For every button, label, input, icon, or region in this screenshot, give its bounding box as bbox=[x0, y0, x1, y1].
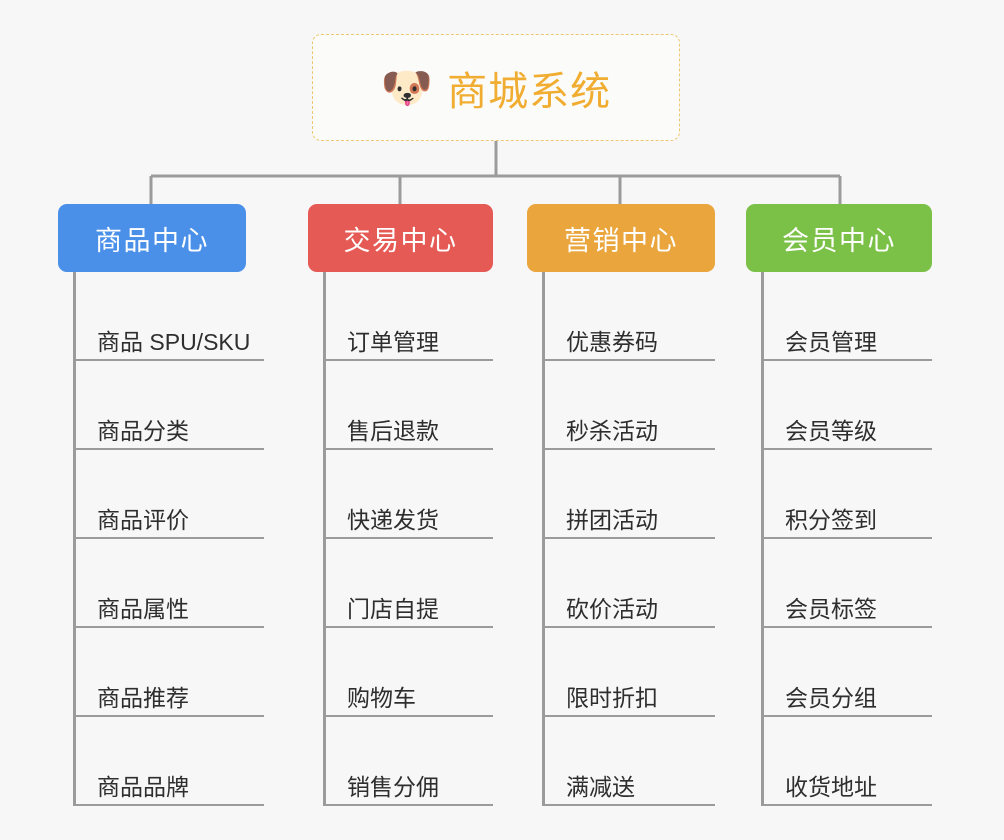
leaf-list-4: 会员管理 会员等级 积分签到 会员标签 会员分组 收货地址 bbox=[746, 272, 932, 806]
leaf-item[interactable]: 商品评价 bbox=[75, 450, 265, 539]
leaf-item[interactable]: 限时折扣 bbox=[544, 628, 715, 717]
leaf-label: 积分签到 bbox=[785, 506, 877, 533]
branch-column-2: 交易中心 订单管理 售后退款 快递发货 门店自提 购物车 销售分佣 bbox=[308, 204, 493, 806]
leaf-item[interactable]: 秒杀活动 bbox=[544, 361, 715, 450]
category-title-1: 商品中心 bbox=[95, 225, 209, 256]
leaf-spine-1 bbox=[73, 272, 76, 806]
leaf-list-1: 商品 SPU/SKU 商品分类 商品评价 商品属性 商品推荐 商品品牌 bbox=[58, 272, 265, 806]
leaf-label: 销售分佣 bbox=[347, 773, 439, 800]
leaf-item[interactable]: 售后退款 bbox=[325, 361, 493, 450]
leaf-spine-4 bbox=[761, 272, 764, 806]
root-title: 商城系统 bbox=[447, 69, 612, 114]
leaf-item[interactable]: 商品推荐 bbox=[75, 628, 265, 717]
leaf-label: 会员标签 bbox=[785, 595, 877, 622]
leaf-label: 商品推荐 bbox=[97, 684, 189, 711]
category-header-2[interactable]: 交易中心 bbox=[308, 204, 493, 272]
dog-face-emoji: 🐶 bbox=[380, 63, 434, 111]
leaf-item[interactable]: 销售分佣 bbox=[325, 717, 493, 806]
leaf-label: 商品品牌 bbox=[97, 773, 189, 800]
leaf-label: 商品评价 bbox=[97, 506, 189, 533]
leaf-item[interactable]: 商品品牌 bbox=[75, 717, 265, 806]
branch-column-3: 营销中心 优惠券码 秒杀活动 拼团活动 砍价活动 限时折扣 满减送 bbox=[527, 204, 715, 806]
leaf-item[interactable]: 积分签到 bbox=[763, 450, 932, 539]
leaf-label: 快递发货 bbox=[347, 506, 439, 533]
leaf-label: 购物车 bbox=[347, 684, 416, 711]
category-header-3[interactable]: 营销中心 bbox=[527, 204, 715, 272]
leaf-list-2: 订单管理 售后退款 快递发货 门店自提 购物车 销售分佣 bbox=[308, 272, 493, 806]
leaf-spine-2 bbox=[323, 272, 326, 806]
leaf-item[interactable]: 快递发货 bbox=[325, 450, 493, 539]
leaf-item[interactable]: 会员标签 bbox=[763, 539, 932, 628]
category-title-4: 会员中心 bbox=[782, 225, 896, 256]
category-title-3: 营销中心 bbox=[564, 225, 678, 256]
leaf-label: 商品属性 bbox=[97, 595, 189, 622]
leaf-label: 砍价活动 bbox=[566, 595, 658, 622]
leaf-spine-3 bbox=[542, 272, 545, 806]
leaf-label: 门店自提 bbox=[347, 595, 439, 622]
leaf-label: 商品分类 bbox=[97, 417, 189, 444]
leaf-label: 优惠券码 bbox=[566, 328, 658, 355]
leaf-label: 秒杀活动 bbox=[566, 417, 658, 444]
category-title-2: 交易中心 bbox=[343, 225, 458, 256]
leaf-label: 商品 SPU/SKU bbox=[97, 328, 251, 355]
leaf-item[interactable]: 满减送 bbox=[544, 717, 715, 806]
leaf-item[interactable]: 商品 SPU/SKU bbox=[75, 272, 265, 361]
leaf-item[interactable]: 订单管理 bbox=[325, 272, 493, 361]
branch-column-1: 商品中心 商品 SPU/SKU 商品分类 商品评价 商品属性 商品推荐 商品品牌 bbox=[58, 204, 265, 806]
leaf-label: 会员管理 bbox=[785, 328, 877, 355]
leaf-label: 收货地址 bbox=[785, 773, 877, 800]
leaf-label: 订单管理 bbox=[347, 328, 439, 355]
leaf-label: 拼团活动 bbox=[566, 506, 658, 533]
category-header-4[interactable]: 会员中心 bbox=[746, 204, 932, 272]
leaf-item[interactable]: 会员分组 bbox=[763, 628, 932, 717]
leaf-item[interactable]: 购物车 bbox=[325, 628, 493, 717]
leaf-label: 满减送 bbox=[566, 773, 635, 800]
leaf-item[interactable]: 会员等级 bbox=[763, 361, 932, 450]
leaf-list-3: 优惠券码 秒杀活动 拼团活动 砍价活动 限时折扣 满减送 bbox=[527, 272, 715, 806]
leaf-item[interactable]: 拼团活动 bbox=[544, 450, 715, 539]
leaf-item[interactable]: 优惠券码 bbox=[544, 272, 715, 361]
leaf-item[interactable]: 收货地址 bbox=[763, 717, 932, 806]
leaf-label: 会员等级 bbox=[785, 417, 877, 444]
leaf-item[interactable]: 砍价活动 bbox=[544, 539, 715, 628]
root-node[interactable]: 🐶 商城系统 bbox=[312, 34, 680, 141]
category-header-1[interactable]: 商品中心 bbox=[58, 204, 246, 272]
branch-column-4: 会员中心 会员管理 会员等级 积分签到 会员标签 会员分组 收货地址 bbox=[746, 204, 932, 806]
leaf-label: 售后退款 bbox=[347, 417, 439, 444]
leaf-item[interactable]: 商品分类 bbox=[75, 361, 265, 450]
leaf-label: 限时折扣 bbox=[566, 684, 658, 711]
leaf-item[interactable]: 商品属性 bbox=[75, 539, 265, 628]
leaf-item[interactable]: 门店自提 bbox=[325, 539, 493, 628]
leaf-item[interactable]: 会员管理 bbox=[763, 272, 932, 361]
leaf-label: 会员分组 bbox=[785, 684, 877, 711]
